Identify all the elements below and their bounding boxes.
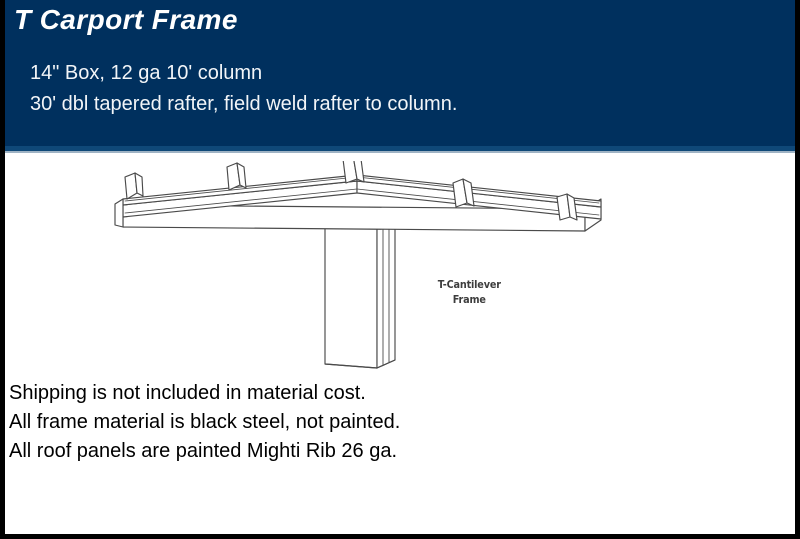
purlin-clip-3	[342, 154, 365, 184]
spec-line-column: 14" Box, 12 ga 10' column	[30, 62, 263, 84]
spec-list: 14" Box, 12 ga 10' column 30' dbl tapere…	[30, 58, 457, 120]
frame-drawing	[95, 154, 615, 376]
header-underline	[0, 146, 800, 151]
column-base	[324, 359, 396, 369]
drawing-caption-line-2: Frame	[452, 293, 486, 306]
header-underline-highlight	[0, 151, 800, 153]
header-banner: T Carport Frame 14" Box, 12 ga 10' colum…	[0, 0, 800, 146]
spec-line-rafter: 30' dbl tapered rafter, field weld rafte…	[30, 93, 458, 115]
column-box-section	[324, 219, 396, 369]
drawing-caption: T-Cantilever Frame	[420, 277, 519, 307]
purlin-clip-1	[124, 172, 144, 200]
note-shipping: Shipping is not included in material cos…	[9, 382, 366, 404]
drawing-caption-line-1: T-Cantilever	[437, 278, 501, 291]
purlin-clip-4	[452, 178, 475, 208]
t-cantilever-frame-svg	[114, 154, 602, 369]
note-roof-panels: All roof panels are painted Mighti Rib 2…	[9, 440, 398, 462]
body-content: T-Cantilever Frame Shipping is not inclu…	[0, 153, 800, 539]
purlin-clip-5	[556, 193, 578, 221]
page-title: T Carport Frame	[14, 4, 238, 35]
notes-list: Shipping is not included in material cos…	[9, 379, 400, 466]
purlin-clip-2	[226, 162, 247, 191]
rafter-left-end-cap	[114, 198, 124, 228]
note-frame-material: All frame material is black steel, not p…	[9, 411, 401, 433]
